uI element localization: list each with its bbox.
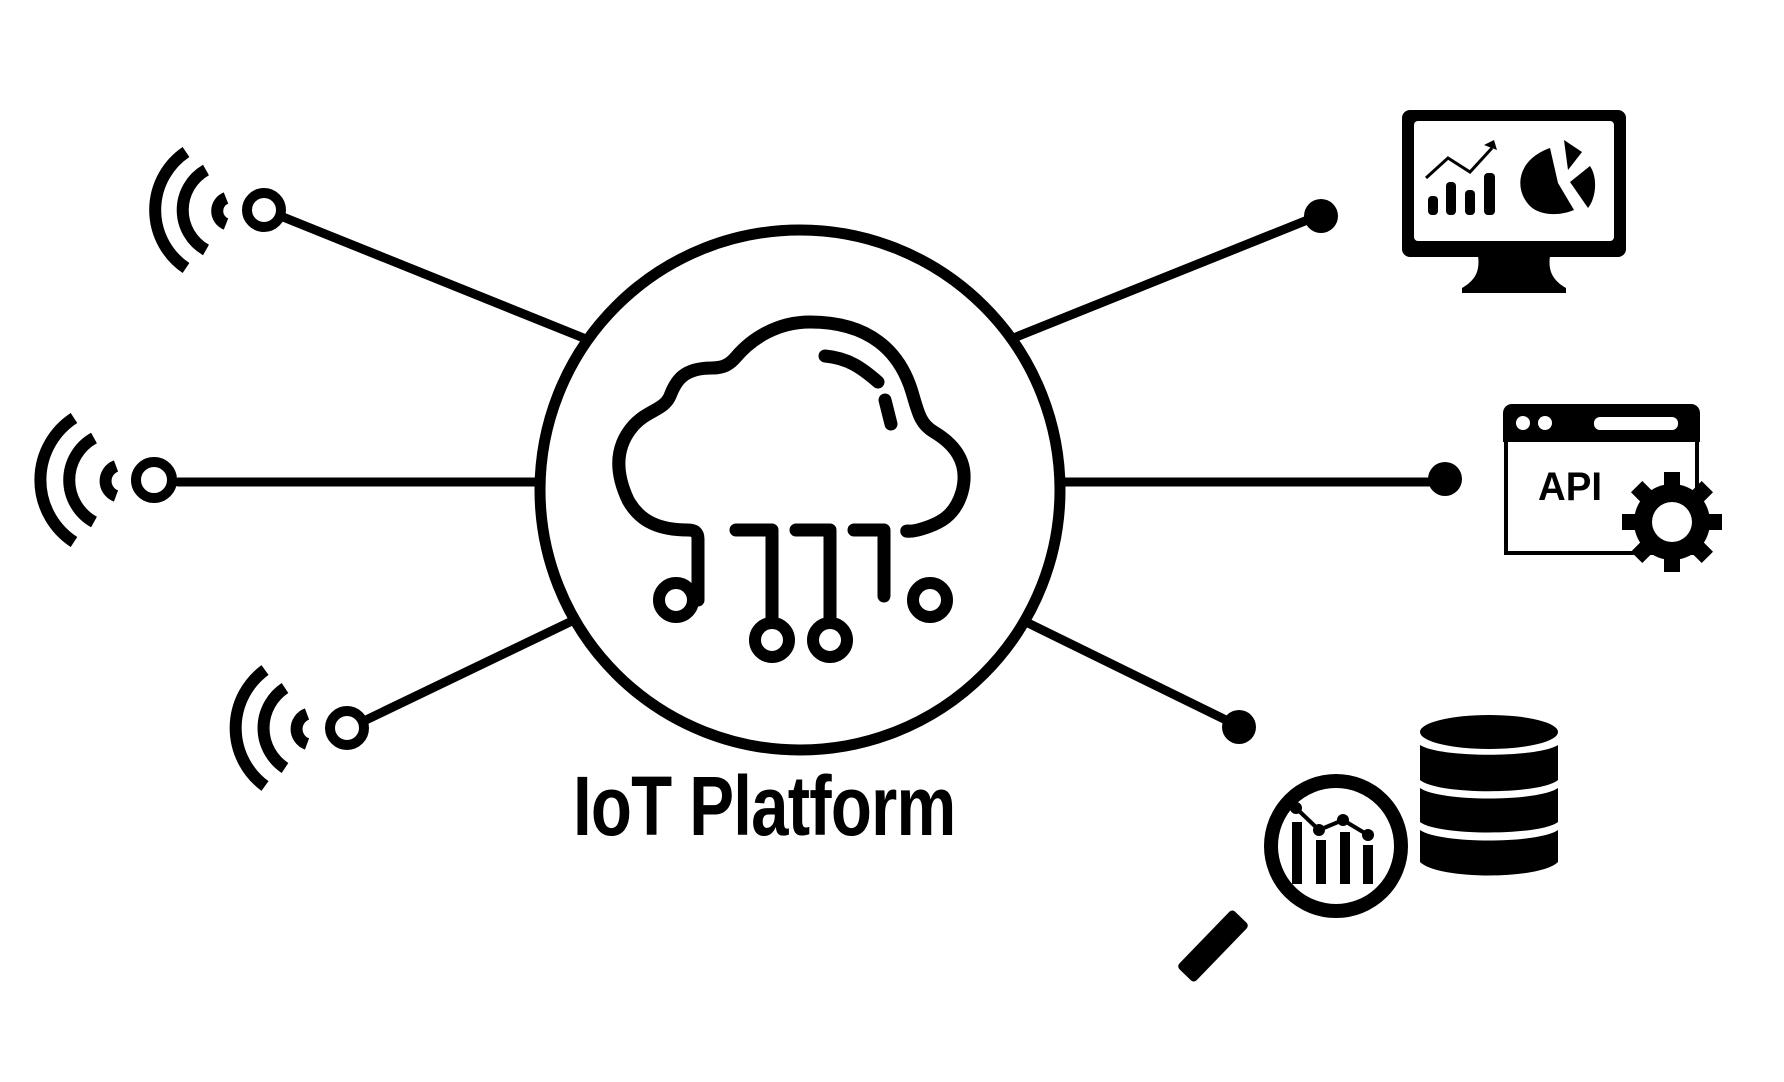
wireless-signal-icon bbox=[149, 147, 229, 273]
api-label: API bbox=[1538, 465, 1602, 509]
connector-line-sensor-3 bbox=[361, 616, 577, 725]
sensor-node-2[interactable] bbox=[131, 457, 177, 503]
connector-line-dashboard bbox=[1006, 214, 1315, 344]
endpoint-dot-analytics[interactable] bbox=[1222, 710, 1256, 744]
endpoint-dot-api[interactable] bbox=[1428, 462, 1462, 496]
connector-line-sensor-1 bbox=[278, 212, 591, 344]
wireless-signal-icon bbox=[229, 665, 310, 791]
endpoint-dot-dashboard[interactable] bbox=[1304, 199, 1338, 233]
database-icon bbox=[1420, 715, 1558, 876]
connector-line-analytics bbox=[1023, 618, 1235, 727]
platform-title: IoT Platform bbox=[573, 759, 956, 853]
cloud-circuit-icon bbox=[612, 315, 971, 631]
data-analytics-magnifier-icon bbox=[1178, 774, 1408, 982]
wireless-signal-icon bbox=[34, 412, 119, 548]
api-settings-icon: API bbox=[1503, 404, 1722, 572]
sensor-node-3[interactable] bbox=[325, 706, 369, 750]
dashboard-monitor-icon bbox=[1402, 110, 1626, 293]
sensor-node-1[interactable] bbox=[242, 188, 286, 232]
circuit-nodes bbox=[653, 577, 953, 663]
